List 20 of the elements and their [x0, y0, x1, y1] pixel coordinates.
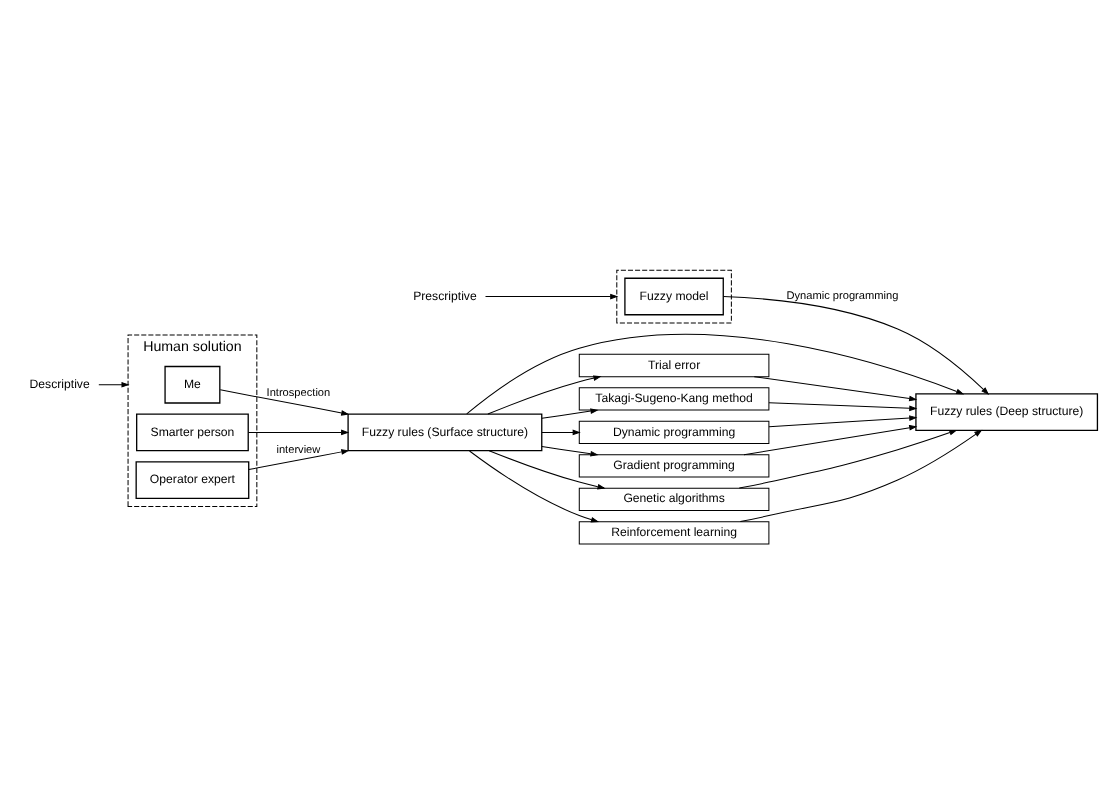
arrow [248, 449, 350, 471]
arrow [541, 446, 599, 457]
arrow [722, 296, 990, 395]
arrow [488, 450, 606, 490]
arrow [487, 375, 602, 415]
cluster [616, 269, 732, 324]
arrow [768, 402, 918, 412]
arrow [739, 429, 983, 523]
arrow [466, 333, 965, 415]
arrow [98, 381, 130, 388]
arrow [541, 429, 581, 436]
arrow [247, 429, 350, 436]
arrow [541, 408, 599, 419]
arrow [768, 415, 918, 428]
arrow [753, 376, 918, 402]
arrow [469, 450, 600, 523]
arrow [743, 425, 918, 456]
arrow [738, 429, 958, 489]
arrow [485, 293, 619, 300]
arrow [219, 389, 350, 416]
